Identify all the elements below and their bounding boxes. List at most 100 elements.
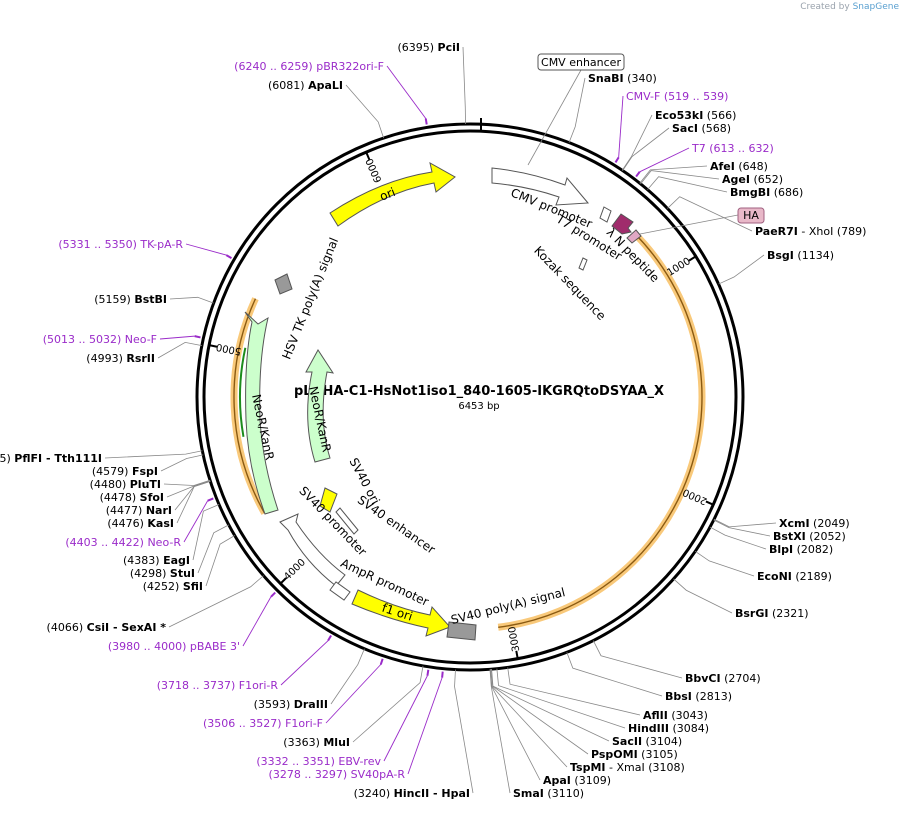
primer-name: T7 <box>691 142 706 155</box>
primer-leader-pbabe-3- <box>242 596 272 647</box>
primer-leader-sv40pa-r <box>407 677 443 775</box>
enzyme-name: KasI <box>147 517 174 530</box>
primer-mark-pbabe-3- <box>270 591 276 598</box>
primer-label-t7: T7 (613 .. 632) <box>691 142 774 155</box>
plasmid-length: 6453 bp <box>458 401 499 412</box>
tick-mark-5000 <box>208 344 218 348</box>
primer-mark-tk-pa-r <box>225 254 232 259</box>
primer-name: TK-pA-R <box>139 238 183 251</box>
enzyme-leader-hincii <box>454 669 474 794</box>
primer-range: (5331 .. 5350) <box>58 238 140 251</box>
primer-label-pbr322ori-f: (6240 .. 6259) pBR322ori-F <box>234 60 384 73</box>
t7-promoter-arrow <box>599 206 612 223</box>
enzyme-name: EagI <box>163 554 190 567</box>
tick-label-5000: 5000 <box>215 341 242 357</box>
enzyme-label-rsrii: (4993) RsrII <box>86 352 155 365</box>
enzyme-name: DraIII <box>294 698 328 711</box>
enzyme-name: XcmI <box>779 517 810 530</box>
enzyme-name: MluI <box>323 736 350 749</box>
primer-leader-pbr322ori-f <box>386 65 427 119</box>
primer-mark-f1ori-f <box>379 658 384 665</box>
sv40-polya-box <box>446 621 477 641</box>
enzyme-pos: (4480) <box>90 478 130 491</box>
primer-label-neo-f: (5013 .. 5032) Neo-F <box>43 333 157 346</box>
enzyme-leader-aflii <box>507 667 641 716</box>
enzyme-leader-mlui <box>352 665 424 743</box>
primer-label-tk-pa-r: (5331 .. 5350) TK-pA-R <box>58 238 183 251</box>
enzyme-pos: (2321) <box>768 607 808 620</box>
primer-label-sv40pa-r: (3278 .. 3297) SV40pA-R <box>269 768 406 781</box>
enzyme-name: BmgBI <box>730 186 770 199</box>
lambda-n-peptide-arrow <box>611 213 634 235</box>
enzyme-name: EcoNI <box>757 570 792 583</box>
ori-arrow <box>329 162 456 227</box>
enzyme-pos: (6395) <box>397 41 437 54</box>
enzyme-name: BbvCI <box>685 672 721 685</box>
primer-label-ebv-rev: (3332 .. 3351) EBV-rev <box>256 755 381 768</box>
primer-range: (519 .. 539) <box>660 90 728 103</box>
primer-name: pBABE 3' <box>190 640 240 653</box>
enzyme-label-csii: (4066) CsiI - SexAI * <box>47 621 167 634</box>
enzyme-leader-agei <box>640 170 720 185</box>
enzyme-pos: (4579) <box>92 465 132 478</box>
enzyme-pos: (1134) <box>794 249 834 262</box>
enzyme-pos: (2052) <box>806 530 846 543</box>
enzyme-label-bstxi: BstXI (2052) <box>773 530 846 543</box>
enzyme-name: CsiI <box>87 621 109 634</box>
enzyme-name: Eco53kI <box>655 109 703 122</box>
enzyme-name: BsgI <box>767 249 794 262</box>
enzyme-label-sfii: (4252) SfiI <box>143 580 203 593</box>
enzyme-leader-bmgbi <box>647 176 728 193</box>
neokan-outer-arrow <box>244 311 279 515</box>
primer-range: (4403 .. 4422) <box>65 536 147 549</box>
ha-tag-arrow <box>626 229 642 244</box>
enzyme-name: RsrII <box>126 352 155 365</box>
enzyme-pos: (3110) <box>544 787 584 800</box>
primer-name: EBV-rev <box>338 755 381 768</box>
enzyme-name: BstBI <box>134 293 167 306</box>
primer-mark-cmv-f <box>614 156 620 163</box>
enzyme-pos: (3593) <box>254 698 294 711</box>
tick-label-4000: 4000 <box>282 557 308 583</box>
enzyme-leader-bstbi <box>169 296 214 304</box>
enzyme-label-bbvci: BbvCI (2704) <box>685 672 761 685</box>
enzyme-name: TspMI <box>570 761 606 774</box>
leader-lines <box>104 46 777 794</box>
enzyme-leader-fspi <box>160 454 204 472</box>
enzyme-leader-eco53ki <box>621 114 653 171</box>
primer-name: F1ori-F <box>285 717 323 730</box>
enzyme-pos: (4066) <box>47 621 87 634</box>
cmv-enhancer-label: CMV enhancer <box>541 56 621 69</box>
tick-label-3000: 3000 <box>507 625 522 652</box>
enzyme-pos: (4477) <box>106 504 146 517</box>
highlight-regions <box>230 229 706 631</box>
tick-label-6000: 6000 <box>364 156 384 184</box>
tick-mark-2000 <box>705 500 714 506</box>
primer-name: Neo-R <box>147 536 181 549</box>
enzyme-name: AgeI <box>722 173 750 186</box>
enzyme-pos: (4298) <box>130 567 170 580</box>
enzyme-leader-apali <box>345 84 384 139</box>
enzyme-leader-kasi <box>176 480 211 524</box>
enzyme-label-xcmi: XcmI (2049) <box>779 517 850 530</box>
primer-range: (3506 .. 3527) <box>203 717 285 730</box>
enzyme-name: ApaLI <box>308 79 343 92</box>
enzyme-label-bbsi: BbsI (2813) <box>665 690 732 703</box>
primer-label-cmv-f: CMV-F (519 .. 539) <box>626 90 728 103</box>
enzyme-leader-blpi <box>709 526 767 550</box>
cmv-enhancer-box <box>537 53 625 71</box>
enzyme-pos: (4993) <box>86 352 126 365</box>
enzyme-leader-bbvci <box>592 640 683 679</box>
enzyme-leader-bbsi <box>566 652 663 697</box>
enzyme-pos: (2049) <box>810 517 850 530</box>
primer-leader-f1ori-f <box>325 664 382 724</box>
tick-mark-4000 <box>279 577 287 585</box>
enzyme-name: PspOMI <box>591 748 638 761</box>
sv40-ori-box <box>319 487 338 513</box>
enzyme-leader-pluti <box>163 479 211 486</box>
enzyme-leader-sfii <box>205 535 235 587</box>
cmv-promoter-arrow <box>491 167 590 206</box>
primer-range: (3718 .. 3737) <box>157 679 239 692</box>
primer-label-pbabe-3-: (3980 .. 4000) pBABE 3' <box>108 640 240 653</box>
enzyme-pos: (648) <box>735 160 768 173</box>
